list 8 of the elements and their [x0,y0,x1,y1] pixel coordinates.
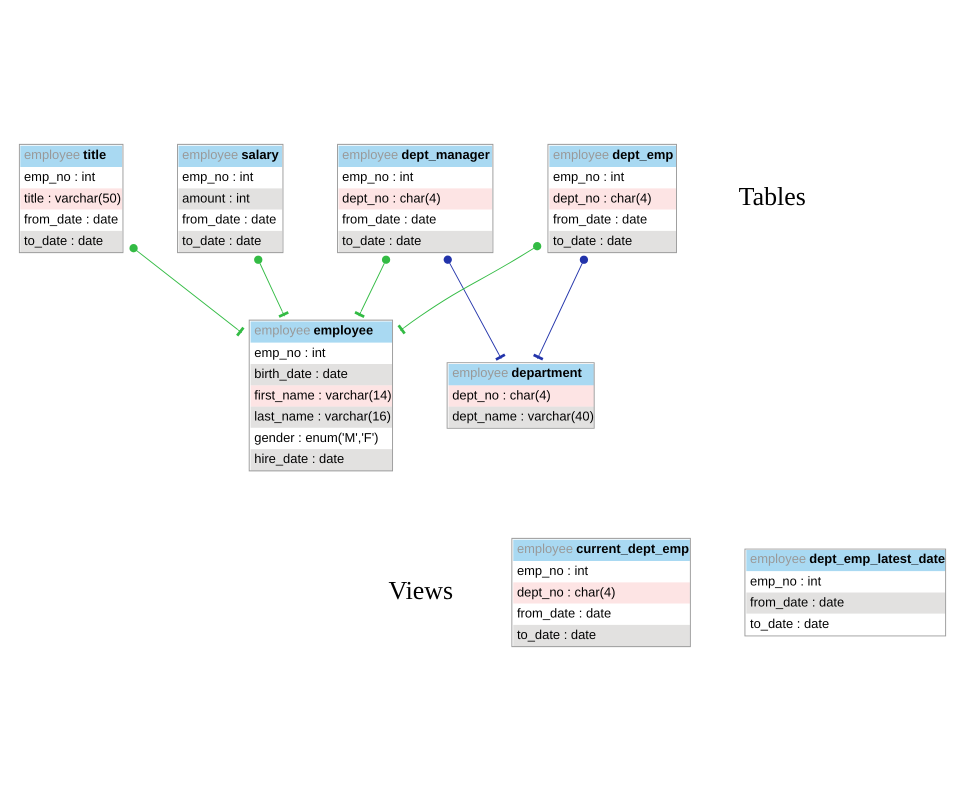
connector [398,242,542,334]
connector [444,256,506,361]
connector [254,256,289,318]
label: Tables [738,182,806,211]
connector [354,256,390,318]
connector [533,256,588,360]
connector [129,244,245,336]
label: Views [388,576,454,605]
